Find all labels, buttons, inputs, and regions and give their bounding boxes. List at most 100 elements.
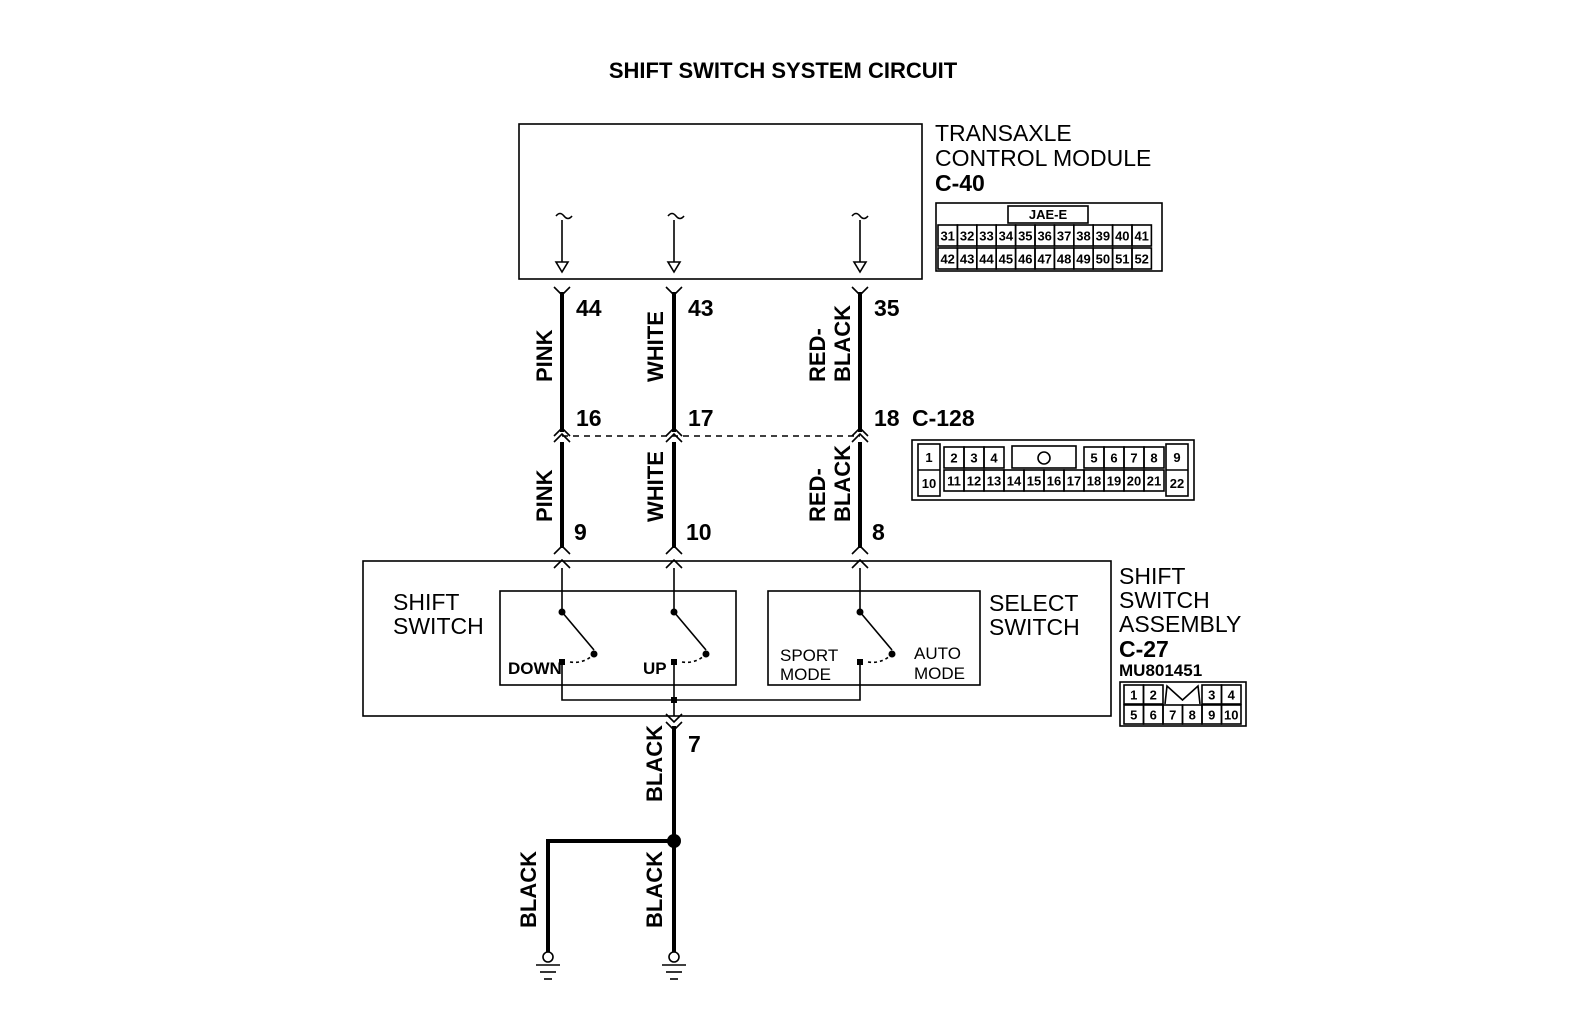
common-return-wire [561, 665, 861, 701]
assembly-name-line3: ASSEMBLY [1119, 611, 1241, 637]
c128-pin-14-label: 14 [1007, 474, 1022, 489]
c27-pin-9: 9 [574, 519, 587, 545]
tcm-connector-tag: JAE-E [1029, 207, 1068, 222]
c128-pin-17-label: 17 [1067, 474, 1081, 489]
wire-color-white-lower: WHITE [643, 451, 668, 522]
wire-color-white-upper: WHITE [643, 311, 668, 382]
ground-symbol-icon-right [662, 951, 686, 980]
shift-switch-label-line1: SHIFT [393, 589, 459, 615]
c128-terminal-marks [553, 426, 869, 443]
ground-wire-label-left: BLACK [516, 851, 541, 928]
c128-pin-7-label: 7 [1130, 451, 1137, 466]
tcm-pin-41-cell [1131, 224, 1153, 247]
tcm-pin-38-label: 38 [1076, 229, 1090, 244]
tcm-pin-terminals [553, 286, 869, 297]
c128-pin-6-label: 6 [1110, 451, 1117, 466]
tcm-arrow-pin43 [666, 212, 685, 274]
c128-pin-19-label: 19 [1107, 474, 1121, 489]
select-switch-label-line2: SWITCH [989, 614, 1080, 640]
select-switch-contact [856, 608, 896, 665]
sport-mode-line2: MODE [780, 665, 831, 684]
tcm-pin-31-label: 31 [940, 229, 954, 244]
c128-pin-4-cell [983, 446, 1005, 469]
tcm-pin-48-label: 48 [1057, 252, 1071, 267]
c128-pin-16: 16 [576, 405, 602, 431]
c128-pin-20-label: 20 [1127, 474, 1141, 489]
c27-pin-5-label: 5 [1130, 708, 1137, 723]
tcm-pin-46-label: 46 [1018, 252, 1032, 267]
tcm-connector-id: C-40 [935, 170, 985, 196]
tcm-pin-49-label: 49 [1076, 252, 1090, 267]
tcm-name-line2: CONTROL MODULE [935, 145, 1151, 171]
ground-wire-label-main: BLACK [642, 725, 667, 802]
diagram-title: SHIFT SWITCH SYSTEM CIRCUIT [609, 58, 958, 83]
c128-pin-21-cell [1143, 469, 1165, 492]
c27-pin-2-cell [1142, 684, 1164, 705]
tcm-box [518, 123, 923, 280]
c128-pin-18-label: 18 [1087, 474, 1101, 489]
c27-pin-9-label: 9 [1208, 708, 1215, 723]
tcm-name-line1: TRANSAXLE [935, 120, 1072, 146]
sport-mode-line1: SPORT [780, 646, 838, 665]
ground-symbol-icon-left [536, 951, 560, 980]
tcm-arrow-pin35 [851, 212, 869, 274]
tcm-pin-52-cell [1131, 247, 1153, 270]
assembly-name-line2: SWITCH [1119, 587, 1210, 613]
wire-color-red-lower-line1: RED- [805, 468, 830, 522]
svg-text:10: 10 [922, 476, 936, 491]
c128-pin-15-label: 15 [1027, 474, 1041, 489]
c27-terminal-marks [553, 544, 869, 569]
tcm-pin-51-label: 51 [1115, 252, 1129, 267]
shift-switch-up-contact [670, 608, 710, 665]
tcm-pin-34-label: 34 [999, 229, 1014, 244]
tcm-internal-arrows [554, 212, 869, 274]
down-label: DOWN [508, 659, 562, 678]
tcm-pin-35-label: 35 [1018, 229, 1032, 244]
svg-text:22: 22 [1170, 476, 1184, 491]
ground-splice [667, 834, 681, 848]
c27-pin-4-cell [1220, 684, 1242, 705]
shift-switch-box [499, 590, 737, 686]
c128-pin-3-label: 3 [970, 451, 977, 466]
svg-text:9: 9 [1173, 450, 1180, 465]
tcm-pin-35: 35 [874, 295, 900, 321]
c27-pin-7-label: 7 [1169, 708, 1176, 723]
assembly-name-line1: SHIFT [1119, 563, 1185, 589]
shift-switch-label-line2: SWITCH [393, 613, 484, 639]
wire-color-red-upper-line1: RED- [805, 328, 830, 382]
c128-pin-2-label: 2 [950, 451, 957, 466]
tcm-arrow-pin44 [554, 212, 573, 274]
select-switch-box [767, 590, 981, 686]
auto-mode-line1: AUTO [914, 644, 961, 663]
tcm-pin-32-label: 32 [960, 229, 974, 244]
svg-text:1: 1 [925, 450, 932, 465]
c27-pin-6-label: 6 [1150, 708, 1157, 723]
c128-pin-18: 18 [874, 405, 900, 431]
c27-pin-2-label: 2 [1150, 688, 1157, 703]
c27-pin-4-label: 4 [1228, 688, 1236, 703]
tcm-pin-37-label: 37 [1057, 229, 1071, 244]
auto-mode-line2: MODE [914, 664, 965, 683]
tcm-pin-47-label: 47 [1037, 252, 1051, 267]
tcm-pin-43: 43 [688, 295, 714, 321]
c27-pin-8-label: 8 [1189, 708, 1196, 723]
tcm-pin-43-label: 43 [960, 252, 974, 267]
wire-color-red-upper-line2: BLACK [830, 305, 855, 382]
c128-pin-11-label: 11 [947, 474, 961, 489]
tcm-pin-36-label: 36 [1037, 229, 1051, 244]
c27-pin-7: 7 [688, 731, 701, 757]
tcm-pin-50-label: 50 [1096, 252, 1110, 267]
ground-wire-label-right: BLACK [642, 851, 667, 928]
wire-color-red-lower-line2: BLACK [830, 445, 855, 522]
c27-pin-1-label: 1 [1130, 688, 1137, 703]
assembly-part-number: MU801451 [1119, 661, 1202, 680]
wire-color-pink-lower: PINK [532, 469, 557, 522]
up-label: UP [643, 659, 667, 678]
c27-pin-10-label: 10 [1224, 708, 1238, 723]
tcm-pin-41-label: 41 [1134, 229, 1148, 244]
c128-pin-17: 17 [688, 405, 714, 431]
